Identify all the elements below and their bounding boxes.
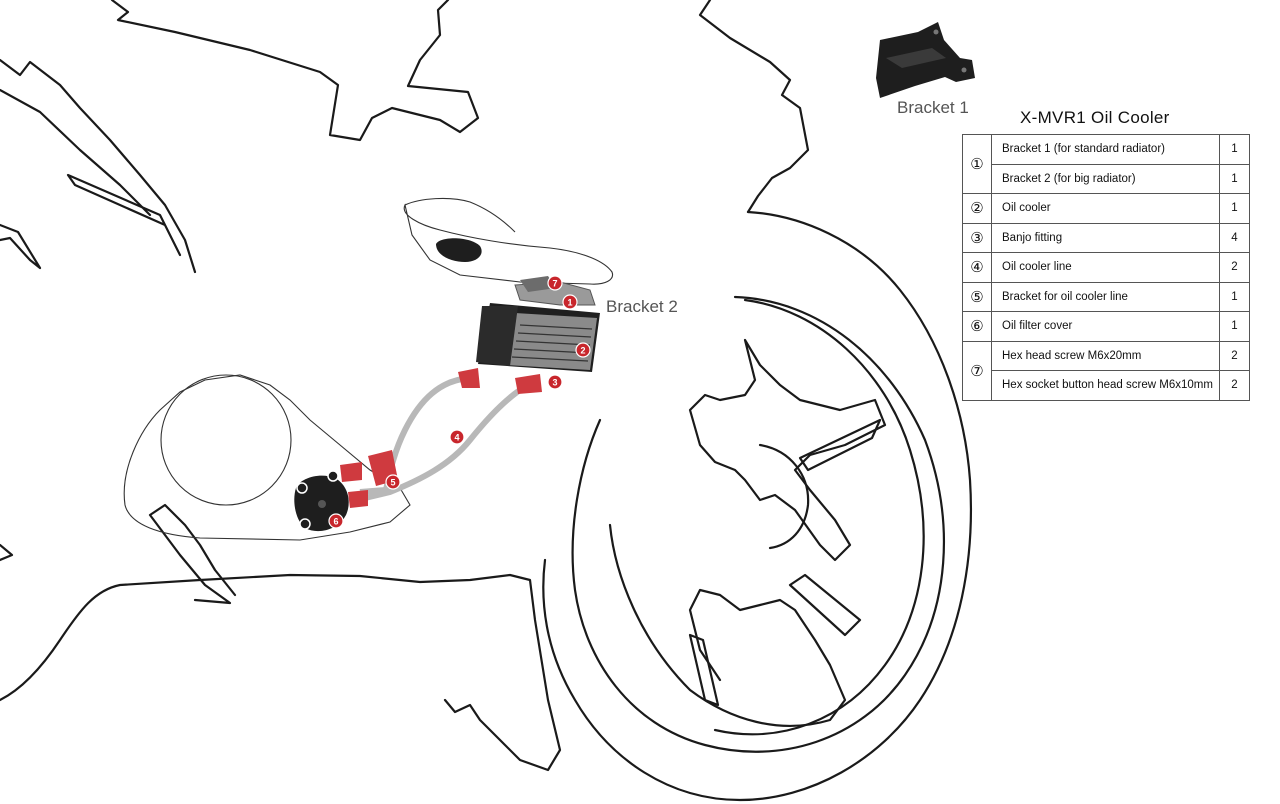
callout-3: 3 xyxy=(547,374,563,390)
part-quantity: 4 xyxy=(1218,222,1250,253)
part-number: ④ xyxy=(962,252,992,283)
svg-text:4: 4 xyxy=(454,433,459,443)
svg-text:7: 7 xyxy=(552,279,557,289)
part-number: ① xyxy=(962,134,992,194)
svg-text:6: 6 xyxy=(333,517,338,527)
callout-1: 1 xyxy=(562,294,578,310)
bracket-2-label: Bracket 2 xyxy=(606,297,678,316)
radiator-outline xyxy=(403,197,614,285)
part-description: Bracket 2 (for big radiator) xyxy=(991,163,1220,194)
part-description: Bracket for oil cooler line xyxy=(991,281,1220,312)
table-row: ④ Oil cooler line 2 xyxy=(962,252,1250,283)
part-number: ⑥ xyxy=(962,311,992,342)
callout-5: 5 xyxy=(385,474,401,490)
svg-text:5: 5 xyxy=(390,478,395,488)
banjo-fittings xyxy=(340,368,542,508)
part-description: Hex head screw M6x20mm xyxy=(991,340,1220,371)
part-number: ⑦ xyxy=(962,340,992,401)
part-description: Oil cooler line xyxy=(991,252,1220,283)
part-number: ⑤ xyxy=(962,281,992,312)
part-number: ③ xyxy=(962,222,992,253)
part-quantity: 1 xyxy=(1218,163,1250,194)
part-quantity: 1 xyxy=(1218,281,1250,312)
table-row: Bracket 2 (for big radiator) 1 xyxy=(963,163,1250,194)
svg-text:3: 3 xyxy=(552,378,557,388)
parts-table: ① Bracket 1 (for standard radiator) 1 Br… xyxy=(962,134,1250,401)
part-description: Oil filter cover xyxy=(991,311,1220,342)
svg-text:1: 1 xyxy=(567,298,572,308)
engine-cover-outline xyxy=(123,374,411,541)
bracket-1-render xyxy=(876,22,975,98)
part-description: Bracket 1 (for standard radiator) xyxy=(991,134,1220,165)
part-quantity: 1 xyxy=(1218,134,1250,165)
table-row: ⑥ Oil filter cover 1 xyxy=(962,311,1250,342)
oil-cooler-assembly xyxy=(476,276,600,372)
table-row: ③ Banjo fitting 4 xyxy=(962,222,1250,253)
part-quantity: 2 xyxy=(1218,340,1250,371)
table-row: ⑤ Bracket for oil cooler line 1 xyxy=(962,281,1250,312)
part-quantity: 1 xyxy=(1218,193,1250,224)
part-quantity: 2 xyxy=(1218,370,1250,401)
part-description: Oil cooler xyxy=(991,193,1220,224)
table-row: ② Oil cooler 1 xyxy=(962,193,1250,224)
callout-2: 2 xyxy=(575,342,591,358)
bracket-1-label: Bracket 1 xyxy=(897,98,969,117)
table-row: ⑦ Hex head screw M6x20mm 2 xyxy=(962,340,1250,401)
parts-table-title: X-MVR1 Oil Cooler xyxy=(1020,108,1170,127)
callout-6: 6 xyxy=(328,513,344,529)
callout-4: 4 xyxy=(449,429,465,445)
rear-wheel xyxy=(571,295,945,753)
svg-text:2: 2 xyxy=(580,346,585,356)
part-number: ② xyxy=(962,193,992,224)
motorcycle-outline xyxy=(0,0,973,802)
radiator-cap xyxy=(436,238,482,262)
part-description: Hex socket button head screw M6x10mm xyxy=(991,370,1220,401)
part-quantity: 2 xyxy=(1218,252,1250,283)
table-row: ① Bracket 1 (for standard radiator) 1 xyxy=(962,134,1250,194)
table-row: Hex socket button head screw M6x10mm 2 xyxy=(963,370,1250,401)
part-description: Banjo fitting xyxy=(991,222,1220,253)
part-quantity: 1 xyxy=(1218,311,1250,342)
callout-7: 7 xyxy=(547,275,563,291)
